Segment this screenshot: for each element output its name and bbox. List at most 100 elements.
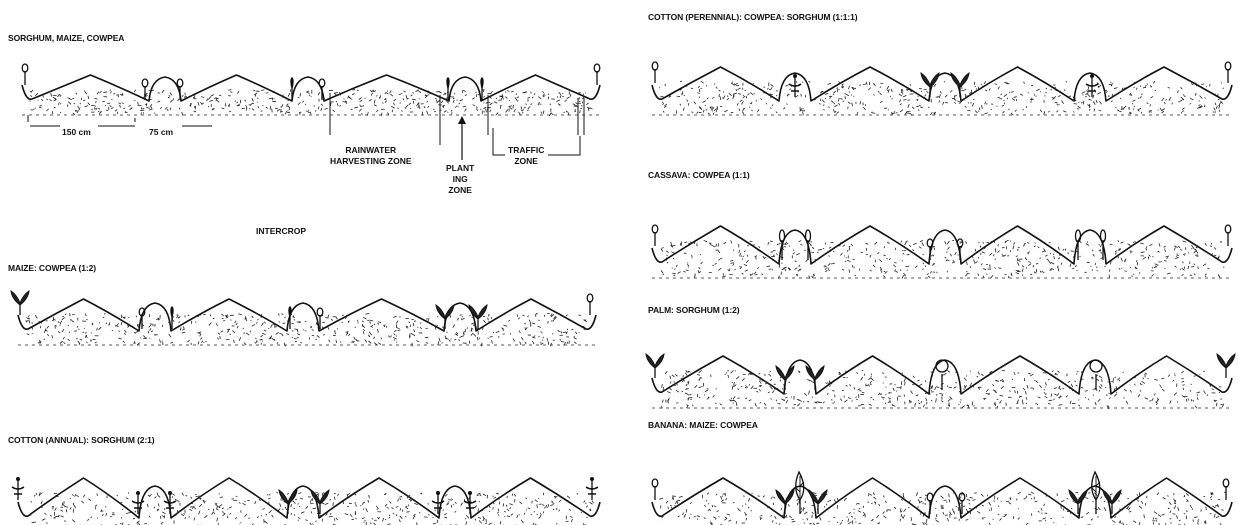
soil-speck (993, 390, 997, 391)
soil-speck (398, 499, 399, 502)
soil-speck (754, 244, 755, 246)
soil-speck (1111, 101, 1112, 102)
soil-speck (840, 253, 842, 255)
soil-speck (742, 101, 744, 104)
soil-speck (787, 104, 788, 105)
soil-speck (385, 101, 386, 103)
soil-speck (118, 338, 121, 339)
soil-speck (1026, 403, 1027, 404)
soil-speck (1044, 504, 1045, 506)
soil-speck (1033, 388, 1034, 389)
soil-speck (78, 341, 80, 344)
soil-speck (871, 376, 872, 377)
soil-speck (948, 247, 950, 250)
soil-speck (731, 240, 732, 243)
soil-speck (407, 496, 408, 498)
soil-speck (1031, 498, 1032, 499)
soil-speck (760, 402, 761, 403)
soil-speck (170, 108, 171, 111)
soil-speck (750, 273, 753, 275)
soil-speck (834, 499, 835, 502)
soil-speck (261, 335, 263, 337)
soil-speck (667, 391, 670, 393)
soil-speck (1126, 401, 1128, 404)
soil-speck (1188, 266, 1189, 269)
soil-speck (111, 99, 112, 100)
soil-speck (569, 509, 570, 511)
soil-speck (341, 322, 342, 323)
soil-speck (828, 107, 829, 108)
soil-speck (804, 393, 807, 395)
soil-speck (87, 519, 88, 521)
soil-speck (1036, 263, 1038, 264)
soil-speck (534, 511, 535, 512)
soil-speck (359, 98, 362, 100)
soil-speck (103, 317, 104, 318)
soil-speck (255, 342, 256, 343)
soil-speck (941, 401, 943, 402)
soil-speck (991, 275, 993, 278)
soil-speck (394, 99, 396, 101)
soil-speck (977, 511, 980, 513)
soil-speck (571, 329, 573, 330)
soil-speck (948, 399, 951, 402)
soil-speck (893, 405, 895, 406)
soil-speck (907, 270, 908, 271)
soil-speck (716, 403, 717, 405)
soil-speck (919, 247, 921, 249)
soil-speck (851, 95, 852, 96)
soil-speck (673, 496, 674, 500)
soil-speck (1152, 256, 1153, 257)
soil-speck (984, 113, 987, 114)
soil-speck (917, 380, 919, 381)
soil-speck (1193, 400, 1194, 402)
soil-speck (738, 94, 741, 95)
soil-speck (437, 325, 438, 326)
soil-speck (300, 342, 301, 343)
soil-speck (888, 398, 891, 399)
soil-speck (1099, 376, 1102, 378)
soil-speck (1172, 103, 1173, 105)
soil-speck (322, 519, 323, 522)
maize-plant (1069, 490, 1087, 504)
soil-speck (311, 96, 312, 97)
soil-speck (722, 98, 724, 99)
soil-speck (742, 273, 744, 274)
soil-speck (1024, 497, 1027, 499)
soil-speck (398, 330, 401, 331)
soil-speck (966, 271, 967, 272)
soil-speck (396, 321, 398, 324)
soil-speck (753, 83, 754, 84)
soil-speck (406, 95, 407, 98)
soil-speck (908, 104, 910, 108)
soil-speck (389, 501, 390, 503)
soil-speck (199, 504, 202, 507)
soil-speck (534, 335, 535, 337)
soil-speck (506, 505, 507, 507)
soil-speck (1194, 274, 1195, 276)
maize-plant (921, 73, 939, 87)
soil-speck (298, 503, 299, 504)
soil-speck (517, 97, 519, 98)
soil-speck (1039, 385, 1041, 388)
soil-speck (1019, 396, 1020, 397)
soil-speck (851, 244, 852, 246)
soil-speck (1156, 403, 1157, 405)
soil-speck (237, 91, 239, 93)
soil-speck (427, 106, 429, 107)
soil-speck (317, 335, 320, 337)
soil-speck (853, 96, 854, 97)
soil-speck (347, 506, 349, 507)
soil-speck (302, 101, 304, 103)
soil-speck (559, 510, 560, 512)
soil-speck (847, 250, 848, 252)
soil-speck (1058, 258, 1060, 260)
soil-speck (396, 507, 398, 508)
soil-speck (1026, 267, 1027, 268)
soil-speck (833, 109, 834, 112)
cowpea-plant (587, 294, 593, 302)
soil-speck (878, 523, 880, 524)
soil-speck (1014, 97, 1017, 98)
soil-speck (529, 320, 530, 322)
soil-speck (771, 497, 773, 499)
